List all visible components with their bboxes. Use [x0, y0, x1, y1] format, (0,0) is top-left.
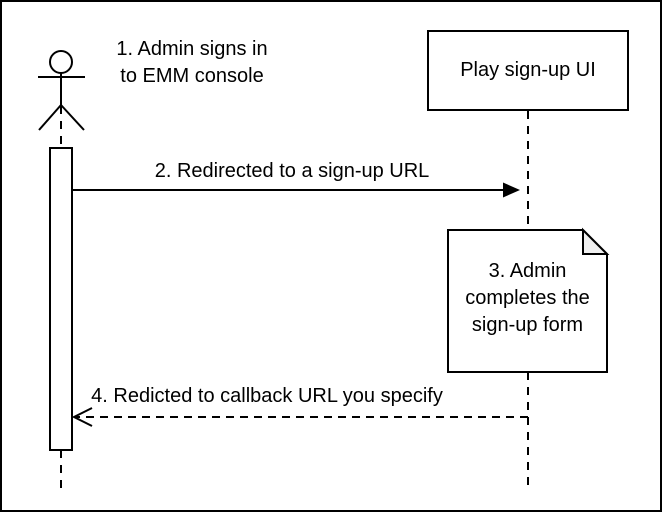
actor-stick-figure-icon: [38, 50, 85, 131]
note-body: [447, 229, 608, 373]
note-fold-corner-icon: [582, 227, 610, 255]
step3-line1: 3. Admin: [488, 259, 567, 282]
message-2-label: 2. Redirected to a sign-up URL: [154, 160, 430, 182]
note-shape: [447, 227, 610, 373]
play-ui-lifeline-box: [427, 30, 629, 111]
actor-head: [49, 50, 73, 74]
play-ui-lifeline-label: Play sign-up UI: [460, 59, 596, 81]
message-4-label: 4. Redicted to callback URL you specify: [91, 385, 443, 407]
step3-line2: completes the: [465, 286, 590, 309]
actor-activation-bar: [49, 147, 73, 451]
actor-left-leg: [38, 104, 62, 131]
message-2-arrowhead-icon: [503, 182, 520, 198]
message-4-arrow: [71, 407, 528, 427]
step3-line3: sign-up form: [471, 313, 584, 336]
step1-line1: 1. Admin signs in: [116, 38, 268, 60]
actor-right-leg: [60, 104, 85, 131]
step1-annotation: 1. Admin signs in to EMM console: [116, 36, 267, 90]
step3-note-text: 3. Admin completes the sign-up form: [448, 230, 607, 372]
message-4-open-arrowhead-icon: [71, 407, 93, 427]
step1-line2: to EMM console: [120, 65, 264, 87]
message-2-arrow: [72, 182, 520, 198]
